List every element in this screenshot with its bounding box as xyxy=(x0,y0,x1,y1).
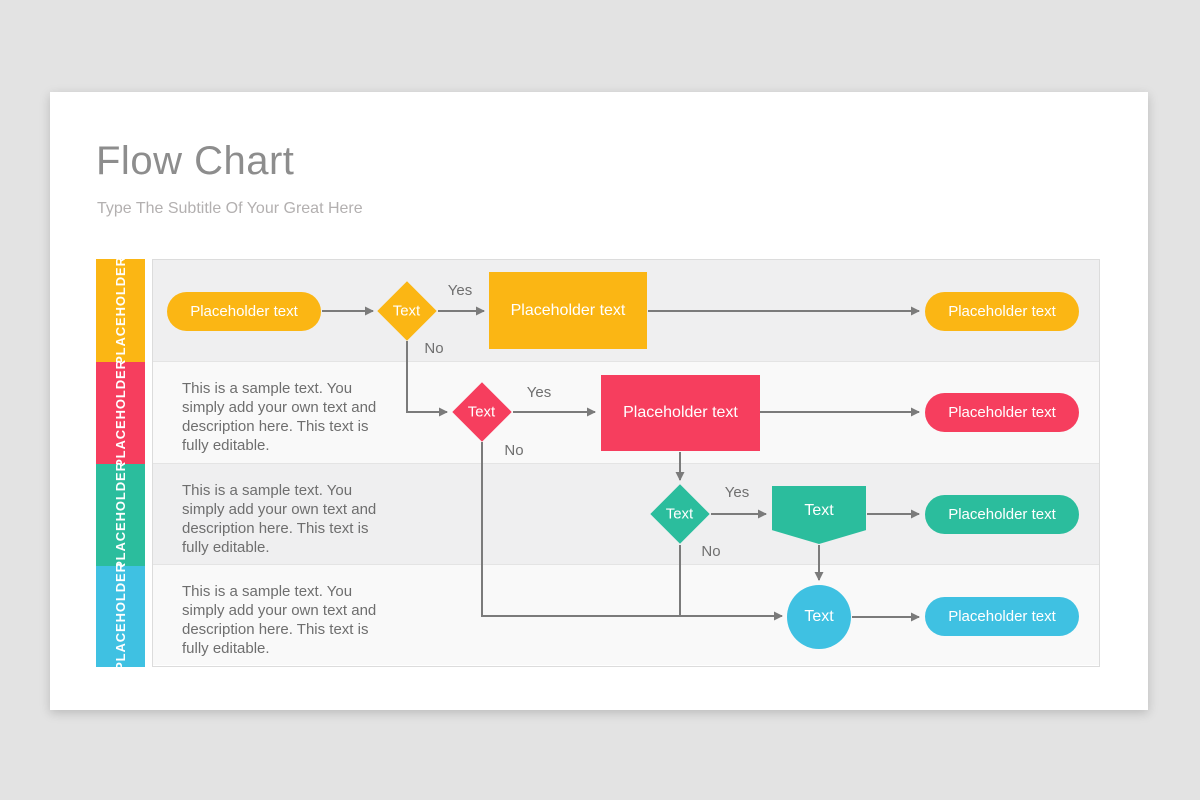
row-label-strip-4: PLACEHOLDER xyxy=(96,562,145,671)
end-pill: Placeholder text xyxy=(925,393,1079,432)
banner-shape: Text xyxy=(772,486,866,544)
row-label-strip-1: PLACEHOLDER xyxy=(96,256,145,365)
end-pill: Placeholder text xyxy=(925,597,1079,636)
row-label: PLACEHOLDER xyxy=(113,358,129,468)
yes-label: Yes xyxy=(724,484,750,501)
row-label: PLACEHOLDER xyxy=(113,256,129,365)
decision-label: Text xyxy=(393,302,421,320)
start-pill: Placeholder text xyxy=(167,292,321,331)
process-box: Placeholder text xyxy=(601,375,760,451)
decision-label: Text xyxy=(666,505,694,523)
no-label: No xyxy=(424,340,444,357)
no-label: No xyxy=(701,543,721,560)
yes-label: Yes xyxy=(526,384,552,401)
yes-label: Yes xyxy=(447,282,473,299)
terminal-circle: Text xyxy=(787,585,851,649)
row-label: PLACEHOLDER xyxy=(113,460,129,570)
process-box: Placeholder text xyxy=(489,272,647,349)
row-label: PLACEHOLDER xyxy=(113,562,129,671)
slide-title: Flow Chart xyxy=(96,139,295,183)
decision-label: Text xyxy=(468,403,496,421)
end-pill: Placeholder text xyxy=(925,292,1079,331)
row-label-strip-2: PLACEHOLDER xyxy=(96,359,145,467)
row-label-strip-3: PLACEHOLDER xyxy=(96,461,145,569)
slide-subtitle: Type The Subtitle Of Your Great Here xyxy=(97,200,363,217)
end-pill: Placeholder text xyxy=(925,495,1079,534)
row-description: This is a sample text. You simply add yo… xyxy=(182,380,377,454)
no-label: No xyxy=(504,442,524,459)
row-description: This is a sample text. You simply add yo… xyxy=(182,583,377,657)
row-description: This is a sample text. You simply add yo… xyxy=(182,482,377,556)
